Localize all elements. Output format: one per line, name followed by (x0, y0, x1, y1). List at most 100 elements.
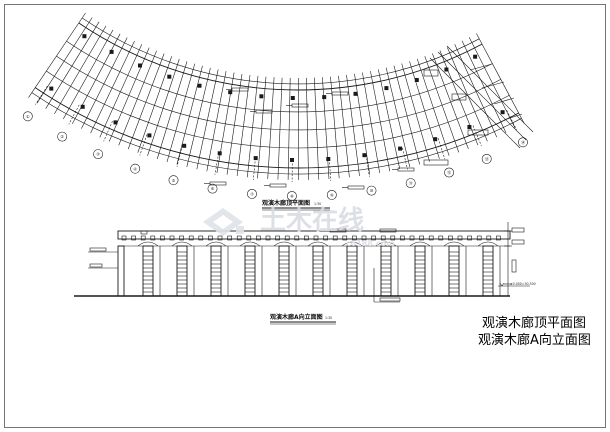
axis-line (35, 85, 48, 105)
axis-bubble (207, 183, 218, 194)
purlin-arc (31, 92, 522, 175)
axis-line (253, 157, 256, 180)
roof-post-markers (49, 34, 505, 162)
roof-post (109, 49, 114, 54)
axis-bubble (405, 178, 416, 188)
axis-line (103, 120, 113, 142)
title-line-2: 观演木廊A向立面图 (478, 332, 591, 348)
joist-end (150, 235, 156, 241)
axis-label: ⑥ (211, 186, 215, 191)
roof-post (197, 83, 202, 88)
joist-end (467, 235, 472, 241)
axis-line (139, 134, 148, 156)
roof-beam (45, 21, 100, 109)
roof-post (182, 143, 187, 148)
roof-beam (468, 37, 516, 129)
roof-beam (63, 29, 114, 120)
joist-end (131, 235, 136, 241)
roof-post (444, 67, 449, 72)
roof-post (326, 157, 331, 161)
joist-end (294, 235, 300, 241)
roof-beam (196, 69, 219, 170)
watermark-logo-icon (203, 208, 244, 236)
roof-beam (287, 77, 291, 180)
axis-line (472, 125, 482, 147)
elevation-column (346, 245, 358, 297)
bracket (409, 241, 431, 247)
axis-line (506, 110, 517, 130)
axis-bubble (481, 153, 492, 164)
joist-end (342, 235, 348, 241)
axis-line (214, 153, 219, 175)
roof-beam (90, 40, 135, 134)
roof-beam (226, 73, 243, 175)
callout-box (269, 183, 287, 188)
axis-line (176, 145, 183, 167)
joist-end (160, 235, 165, 241)
elevation-end-post (117, 245, 125, 297)
axis-label: ⑨ (330, 193, 334, 198)
roof-beam (370, 70, 391, 172)
watermark-url: co188.com (346, 239, 395, 248)
bracket (307, 241, 329, 247)
roof-beam (378, 69, 401, 170)
joist-end (323, 235, 328, 241)
title-line-1: 观演木廊顶平面图 (482, 315, 586, 331)
roof-beam (454, 44, 498, 138)
joist-end (409, 235, 415, 241)
plan-callout-notes (204, 87, 415, 190)
roof-post (398, 146, 403, 151)
elevation-column (414, 245, 426, 297)
joist-end (352, 235, 357, 241)
axis-label: ⑪ (409, 180, 413, 186)
axis-label: ② (60, 134, 64, 139)
axis-bubble (247, 188, 257, 199)
joist-end (169, 235, 175, 241)
joist-end (486, 235, 492, 241)
roof-beam (36, 17, 93, 104)
joist-end (361, 235, 367, 241)
roof-beam (147, 58, 180, 156)
axis-label: ⑦ (250, 192, 254, 197)
purlin-arc (56, 55, 501, 131)
joist-end (227, 235, 232, 241)
roof-post (467, 125, 472, 129)
roof-post (167, 74, 172, 79)
axis-bubble (57, 131, 68, 142)
roof-post (49, 86, 54, 91)
sheet-border (4, 4, 606, 428)
joist-end (179, 235, 184, 241)
axis-line (68, 104, 80, 125)
roof-beam (206, 71, 227, 172)
roof-beam (439, 50, 479, 146)
roof-beam (424, 56, 460, 153)
roof-beam (346, 74, 360, 177)
bracket (273, 241, 295, 247)
axis-bubble (130, 163, 141, 174)
axis-bubble (22, 111, 33, 122)
title-block: 观演木廊顶平面图 观演木廊A向立面图 (478, 315, 591, 348)
roof-beam (476, 33, 525, 124)
roof-post (113, 120, 118, 125)
elevation-drawing: ±0.000=30.300 (74, 222, 536, 303)
elevation-column (482, 245, 494, 297)
roof-beam (416, 58, 450, 156)
bracket (171, 241, 193, 247)
axis-line (365, 154, 370, 177)
roof-post (362, 153, 367, 158)
roof-beam (176, 65, 203, 165)
joist-end (198, 235, 204, 241)
roof-beam (156, 61, 188, 160)
roof-post (253, 156, 258, 161)
joist-end (236, 235, 242, 241)
roof-beam (127, 53, 165, 150)
bracket (477, 241, 499, 247)
joist-end (438, 235, 444, 241)
roof-beam (236, 74, 251, 177)
joist-end (371, 235, 376, 241)
roof-beam (247, 75, 259, 178)
joist-end (246, 235, 252, 241)
roof-post (500, 110, 505, 115)
axis-line (437, 138, 446, 160)
